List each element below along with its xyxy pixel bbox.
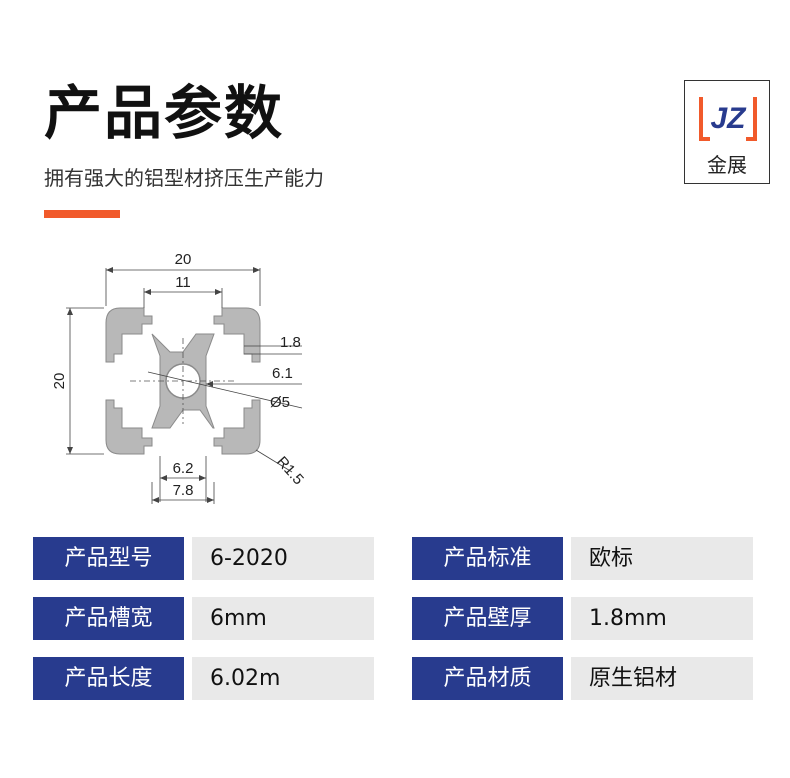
spec-value-standard: 欧标 — [571, 537, 753, 580]
dimension-hole-diameter-label: Ø5 — [270, 394, 290, 411]
dimension-wall-label: 1.8 — [280, 334, 301, 351]
spec-value-material: 原生铝材 — [571, 657, 753, 700]
spec-label-standard: 产品标准 — [412, 537, 563, 580]
spec-value-wall-thickness: 1.8mm — [571, 597, 753, 640]
spec-label-model: 产品型号 — [33, 537, 184, 580]
dimension-height-label: 20 — [51, 373, 68, 390]
logo-brand-name: 金展 — [707, 153, 747, 177]
brand-logo: JZ 金展 — [684, 80, 770, 184]
title-accent-bar — [44, 210, 120, 218]
dimension-slot-opening-label: 11 — [175, 274, 191, 291]
spec-label-material: 产品材质 — [412, 657, 563, 700]
dimension-hole-spacing-label: 6.1 — [272, 365, 293, 382]
dimension-slot-inner-label: 6.2 — [173, 460, 194, 477]
spec-label-wall-thickness: 产品壁厚 — [412, 597, 563, 640]
profile-drawing: 20 11 20 1.8 6.1 Ø5 R1.5 6.2 7.8 — [51, 251, 307, 504]
spec-label-length: 产品长度 — [33, 657, 184, 700]
spec-value-model: 6-2020 — [192, 537, 374, 580]
jz-logo-icon: JZ — [699, 97, 757, 141]
page-subtitle: 拥有强大的铝型材挤压生产能力 — [44, 166, 324, 190]
logo-mark-text: JZ — [710, 102, 747, 135]
dimension-corner-radius-label: R1.5 — [273, 453, 307, 488]
spec-value-slot-width: 6mm — [192, 597, 374, 640]
page-title: 产品参数 — [44, 79, 285, 147]
dimension-slot-outer-label: 7.8 — [173, 482, 194, 499]
spec-value-length: 6.02m — [192, 657, 374, 700]
dimension-width-label: 20 — [175, 251, 192, 268]
spec-label-slot-width: 产品槽宽 — [33, 597, 184, 640]
